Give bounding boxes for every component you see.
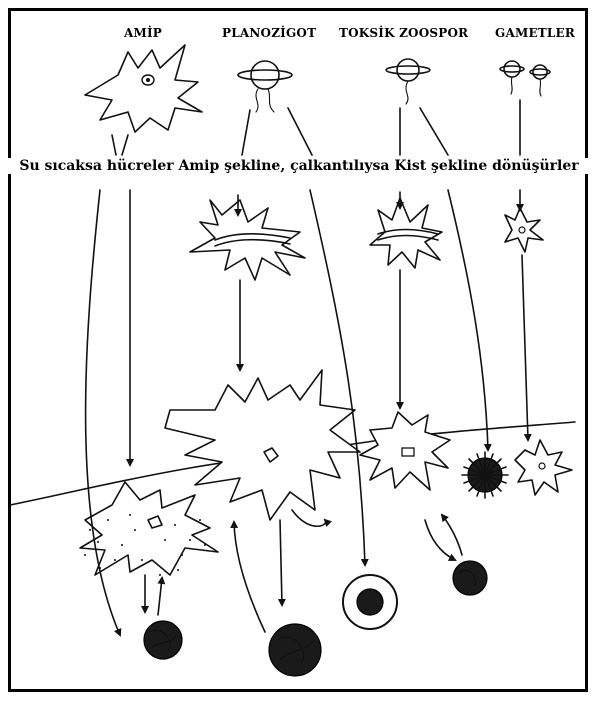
planozygote-cell-top: [238, 61, 292, 112]
amoeba-cell-top: [85, 45, 202, 132]
resting-cyst-center: [269, 624, 321, 676]
spiky-cyst: [462, 452, 508, 498]
column-title-toksik-zoospor: TOKSİK ZOOSPOR: [339, 26, 468, 40]
column-title-gametler: GAMETLER: [495, 26, 575, 40]
gamete-amoeba-lower: [515, 440, 572, 495]
spotted-amoeba-lower-left: [80, 482, 218, 576]
column-title-planozigot: PLANOZİGOT: [222, 26, 316, 40]
toxic-zoospore-cell-top: [386, 59, 430, 104]
column-title-amip: AMİP: [124, 26, 162, 40]
gamete-amoeboid-transition: [505, 208, 543, 252]
resting-cyst-right: [453, 561, 487, 595]
resting-cyst-left: [144, 621, 182, 659]
toxic-zoospore-amoeboid-transition: [370, 198, 442, 268]
diagram-caption: Su sıcaksa hücreler Amip şekline, çalkan…: [0, 158, 598, 174]
toxic-amoeba-lower: [360, 412, 450, 490]
planozygote-amoeboid-transition: [190, 200, 305, 280]
large-amoeba-center: [165, 370, 360, 526]
walled-cyst: [343, 575, 397, 629]
gamete-cells-top: [500, 61, 550, 96]
